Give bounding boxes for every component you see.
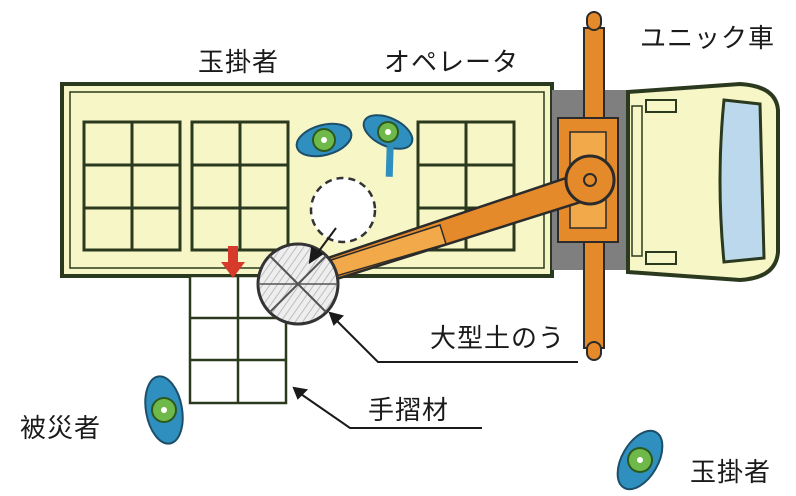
label-victim: 被災者 [20,414,102,444]
unic-truck-cab [626,81,780,283]
slinger-top-worker-icon [295,122,353,158]
operator-worker-icon [362,114,414,177]
sandbag-original-position [309,176,377,244]
leader-line-handrail [292,386,482,429]
label-slinger-top: 玉掛者 [198,48,280,78]
cargo-pallet-left [82,120,182,252]
handrail-frame [188,274,288,405]
red-down-arrow [221,246,245,278]
cargo-pallet-middle [190,120,290,252]
victim-worker-icon [144,375,184,445]
label-operator: オペレータ [384,48,520,78]
label-unic-truck: ユニック車 [640,24,776,54]
label-large-sandbag: 大型土のう [430,324,566,354]
large-sandbag [256,242,340,326]
bag-motion-arrow [308,227,337,265]
slinger-bottom-worker-icon [616,429,664,491]
leader-line-sandbag [328,311,578,363]
label-slinger-bottom: 玉掛者 [690,458,772,488]
label-handrail: 手摺材 [368,396,450,426]
